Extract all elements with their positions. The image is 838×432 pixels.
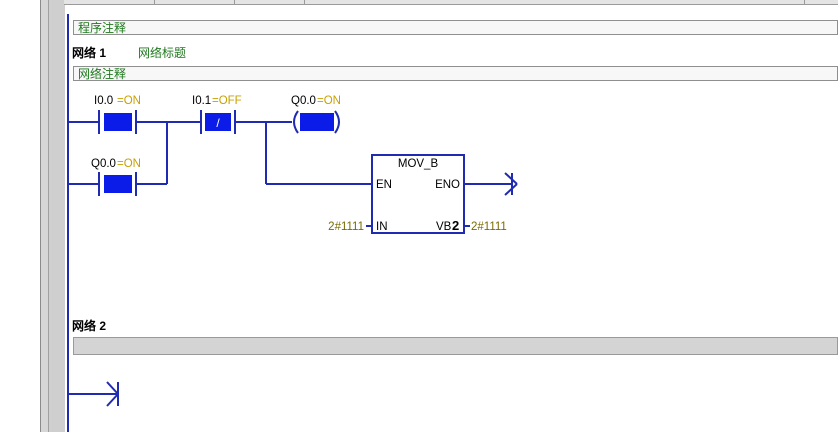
contact-i0-1-address: I0.1 [192,95,211,107]
coil-q0-0[interactable] [293,110,340,134]
box-name: MOV_B [398,158,439,170]
en-pin: EN [376,179,392,191]
out-pin-prefix: VB [436,221,452,233]
ruler-tick [234,0,235,4]
coil-q0-0-status: =ON [317,95,341,107]
eno-pin: ENO [435,179,460,191]
in-value: 2#1111 [328,221,364,233]
network-1-label[interactable]: 网络 1 [72,46,107,60]
contact-i0-1-status: =OFF [212,95,242,107]
nc-slash: / [216,116,220,130]
power-rail [67,14,69,432]
network-1-comment[interactable]: 网络注释 [73,66,838,81]
contact-q0-0-address: Q0.0 [91,158,116,170]
contact-i0-0-status: =ON [117,95,141,107]
top-ruler [64,0,838,5]
ruler-tick [154,0,155,4]
out-pin-suffix: 2 [452,218,459,233]
ruler-tick [304,0,305,4]
ruler-tick [804,0,805,4]
contact-q0-0-status: =ON [117,158,141,170]
left-margin [0,0,40,432]
contact-q0-0-parallel[interactable] [98,172,137,196]
editor-gutter-inner [48,0,65,432]
mov-b-box[interactable] [371,154,465,234]
network-1-title[interactable]: 网络标题 [138,46,187,60]
network-2-label[interactable]: 网络 2 [72,319,107,333]
in-pin: IN [376,221,388,233]
contact-i0-0[interactable] [98,110,137,134]
contact-i0-0-address: I0.0 [94,95,113,107]
coil-q0-0-address: Q0.0 [291,95,316,107]
out-value: 2#1111 [471,221,507,233]
contact-i0-1-nc[interactable]: / [200,110,236,134]
